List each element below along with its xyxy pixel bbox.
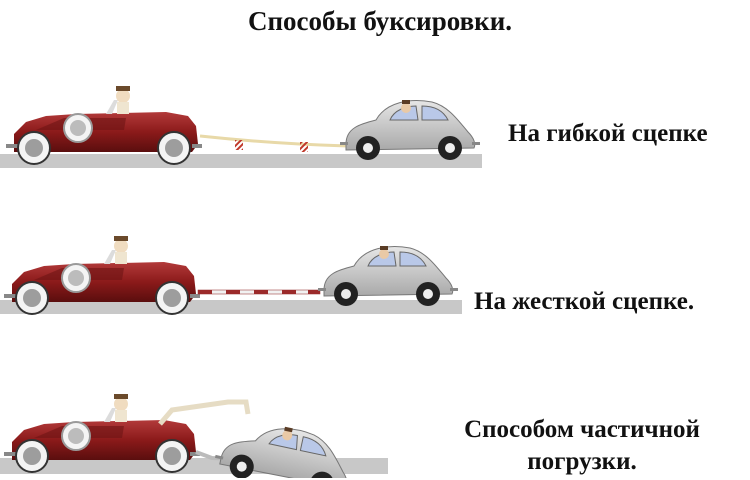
method-label-rigid: На жесткой сцепке.	[474, 288, 695, 315]
method-flexible-illustration	[0, 80, 490, 170]
towed-car	[211, 413, 362, 478]
method-label-partial-line1: Способом частичной	[464, 416, 700, 443]
tow-rope	[199, 134, 349, 148]
warning-flag	[300, 142, 308, 152]
method-label-partial-line2: погрузки.	[527, 448, 637, 475]
method-label-partial: Способом частичной погрузки.	[432, 414, 732, 478]
towed-car	[317, 245, 459, 307]
tow-bar	[197, 289, 321, 295]
road	[0, 300, 462, 314]
towing-car	[5, 85, 203, 165]
method-partial-illustration	[0, 388, 400, 478]
warning-flag	[235, 140, 243, 150]
road	[0, 154, 482, 168]
towed-car	[339, 99, 481, 161]
method-label-flexible: На гибкой сцепке	[508, 120, 708, 147]
method-rigid-illustration	[0, 228, 470, 318]
page-title: Способы буксировки.	[247, 6, 513, 36]
